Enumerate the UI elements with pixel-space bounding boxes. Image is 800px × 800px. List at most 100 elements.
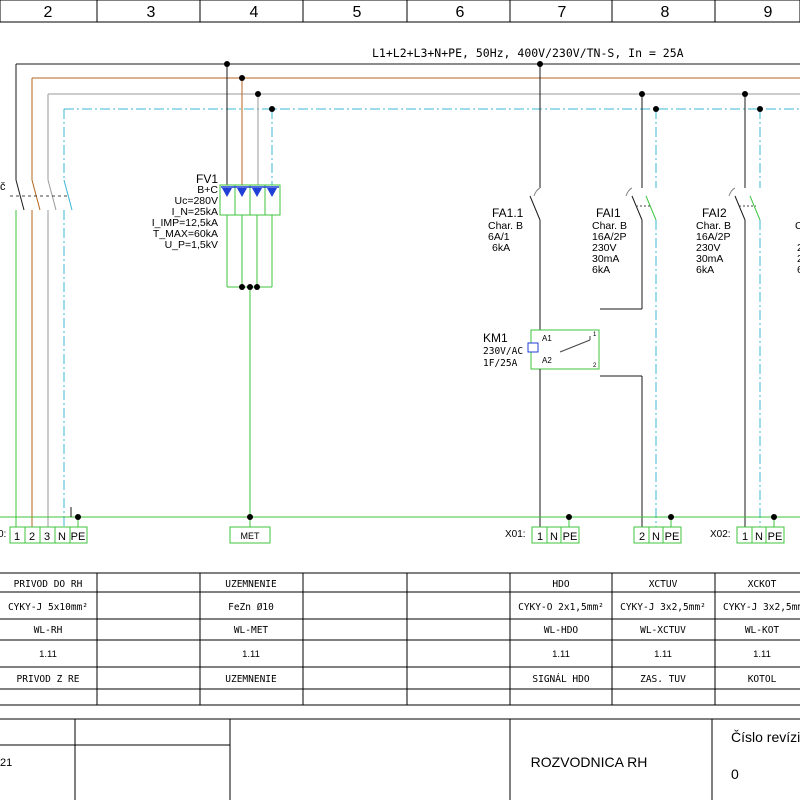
junction-dot [771, 514, 777, 520]
junction-dot [653, 106, 659, 112]
junction-dot [239, 75, 245, 81]
column-number: 5 [353, 4, 362, 21]
busbars [15, 63, 800, 180]
cable-table [0, 572, 800, 706]
column-number: 3 [147, 4, 156, 21]
surge-spec-line: I_N=25kA [172, 206, 218, 218]
table-cell: ZAS. TUV [640, 674, 686, 685]
main-switch [10, 179, 73, 527]
breaker-tag: FAI1 [596, 206, 621, 220]
terminal-number: 1 [537, 531, 543, 543]
table-cell: WL-MET [234, 625, 269, 636]
table-cell: WL-KOT [745, 625, 780, 636]
terminal-x01-label: X01: [505, 529, 526, 540]
table-cell: PRIVOD Z RE [17, 674, 80, 685]
terminal-number: 2 [29, 531, 35, 543]
column-header: 2 3 4 5 6 7 8 9 [0, 0, 800, 23]
contactor-pin-a2: A2 [542, 356, 552, 365]
breaker-spec-line: 6kA [592, 264, 610, 276]
contactor-pin-a1: A1 [542, 334, 552, 343]
surge-taps [226, 64, 273, 185]
column-number: 8 [661, 4, 670, 21]
contactor-km1 [527, 329, 600, 370]
junction-dot [639, 91, 645, 97]
table-cell: CYKY-J 3x2,5mm [723, 602, 800, 613]
junction-dot [757, 106, 763, 112]
cut-off-text: 2 [797, 242, 800, 254]
surge-spec-line: U_P=1,5kV [165, 239, 218, 251]
table-cell: UZEMNENIE [225, 579, 277, 590]
surge-spec-line: Uc=280V [175, 195, 219, 207]
breaker-fai2 [728, 94, 761, 527]
revision-value: 0 [731, 766, 739, 782]
column-number: 9 [764, 4, 773, 21]
junction-dot [224, 61, 230, 67]
table-cell: UZEMNENIE [225, 674, 277, 685]
terminal-number: 1 [14, 531, 20, 543]
terminal-prefix: 0: [0, 529, 6, 540]
junction-dot [668, 514, 674, 520]
breaker-fai1 [600, 94, 657, 527]
contactor-tag: KM1 [483, 331, 508, 345]
junction-dot [75, 514, 81, 520]
breaker-spec-line: 16A/2P [696, 231, 730, 243]
breaker-tag: FA1.1 [492, 206, 524, 220]
table-cell: XCKOT [748, 579, 777, 590]
breaker-spec-line: 6kA [492, 242, 510, 254]
breaker-spec-line: Char. B [592, 220, 627, 232]
junction-dot [247, 284, 253, 290]
title-date-fragment: 21 [0, 757, 12, 769]
table-cell: XCTUV [649, 579, 678, 590]
terminal-number: PE [768, 531, 783, 543]
terminal-x02-label: X02: [710, 529, 731, 540]
junction-dot [254, 284, 260, 290]
table-cell: 1.11 [552, 649, 570, 660]
terminal-number: N [58, 531, 66, 543]
junction-dot [247, 514, 253, 520]
table-cell: 1.11 [753, 649, 771, 660]
terminal-number: PE [665, 531, 680, 543]
breaker-fa1-1 [529, 64, 541, 527]
junction-dot [742, 91, 748, 97]
drawing-title: ROZVODNICA RH [531, 754, 648, 770]
terminal-number: N [755, 531, 763, 543]
column-number: 6 [456, 4, 465, 21]
cut-off-text: C [795, 220, 800, 232]
surge-spec-line: T_MAX=60kA [153, 228, 218, 240]
title-block [0, 718, 800, 800]
terminal-strip-x01 [531, 526, 580, 544]
breaker-tag: FAI2 [702, 206, 727, 220]
terminal-strip-xctuv [633, 526, 682, 544]
junction-dot [239, 284, 245, 290]
cable-table-cells: PRIVOD DO RH CYKY-J 5x10mm² WL-RH 1.11 P… [8, 579, 800, 685]
surge-spec-line: I_IMP=12,5kA [152, 217, 218, 229]
contactor-spec-line: 230V/AC [483, 346, 523, 357]
table-cell: 1.11 [39, 649, 57, 660]
cut-off-text: 6 [797, 264, 800, 276]
surge-specs: B+C Uc=280V I_N=25kA I_IMP=12,5kA T_MAX=… [152, 184, 219, 251]
table-cell: FeZn Ø10 [228, 602, 274, 613]
breaker-spec-line: 30mA [696, 253, 723, 265]
breaker-spec-line: 30mA [592, 253, 619, 265]
surge-tag: FV1 [196, 172, 218, 186]
terminal-strip-x02 [736, 526, 785, 544]
pe-bar [0, 507, 800, 527]
terminal-met-label: MET [241, 531, 261, 541]
terminal-number: N [652, 531, 660, 543]
contactor-spec-line: 1F/25A [483, 358, 518, 369]
table-cell: KOTOL [748, 674, 777, 685]
breaker-spec-line: 6A/1 [488, 231, 510, 243]
surge-spec-line: B+C [197, 184, 218, 196]
table-cell: WL-RH [34, 625, 63, 636]
table-cell: SIGNÁL HDO [532, 673, 589, 685]
terminal-number: 1 [742, 531, 748, 543]
column-number: 2 [44, 4, 53, 21]
junction-dot [255, 91, 261, 97]
switch-fragment-label: č [0, 181, 6, 193]
breaker-spec-line: 230V [696, 242, 721, 254]
breaker-spec-line: Char. B [488, 220, 523, 232]
contactor-pin-1: 1 [593, 332, 597, 338]
terminal-number: 3 [44, 531, 50, 543]
breaker-spec-line: Char. B [696, 220, 731, 232]
